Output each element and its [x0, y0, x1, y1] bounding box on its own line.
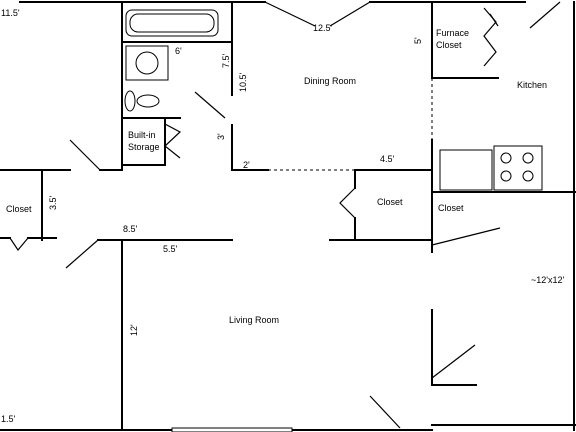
dim-label: 10.5'	[238, 72, 248, 92]
label-room-size: ~12'x12'	[531, 275, 564, 285]
dim-label: 1.5'	[1, 414, 16, 424]
door-swing-hall	[69, 139, 101, 171]
label-storage-line1: Built-in	[128, 130, 156, 140]
burner-icon	[500, 152, 512, 164]
dim-label: 7.5'	[221, 53, 231, 68]
stove-icon	[493, 145, 543, 191]
sink-icon	[135, 51, 159, 75]
door-swing-top-a	[264, 1, 316, 27]
label-closet-right: Closet	[438, 203, 464, 213]
door-bifold-left-closet	[9, 237, 29, 252]
door-bifold-storage	[164, 123, 182, 159]
window-icon	[171, 427, 293, 432]
dim-label: 5'	[413, 37, 423, 44]
dim-label: 3.5'	[48, 195, 58, 210]
dim-label: 4.5'	[380, 154, 395, 164]
bathtub-basin-icon	[129, 13, 215, 33]
dim-label: 8.5'	[123, 224, 138, 234]
dim-label: 5.5'	[163, 244, 178, 254]
door-swing-living	[65, 239, 99, 269]
label-furnace-closet-line1: Furnace	[436, 28, 469, 38]
door-swing-bottom	[369, 395, 401, 429]
door-swing-top-right	[529, 1, 561, 29]
dim-label: 12'	[129, 324, 139, 336]
door-bifold-furnace-b	[489, 13, 499, 27]
dimension-labels: 11.5' 12.5' 6' 2' 4.5' 8.5' 5.5' 1.5' 5'…	[1, 8, 423, 424]
dim-label: 6'	[175, 46, 182, 56]
dim-label: 3'	[216, 133, 226, 140]
openings	[268, 78, 433, 171]
toilet-tank-icon	[124, 90, 136, 112]
label-closet-center: Closet	[377, 197, 403, 207]
door-swing-bath	[194, 91, 226, 119]
toilet-bowl-icon	[136, 94, 160, 108]
label-closet-left: Closet	[6, 204, 32, 214]
counter-icon	[439, 149, 493, 191]
label-living-room: Living Room	[229, 315, 279, 325]
dim-label: 11.5'	[1, 8, 20, 18]
label-storage-line2: Storage	[128, 142, 160, 152]
label-kitchen: Kitchen	[517, 80, 547, 90]
burner-icon	[522, 152, 534, 164]
dim-label: 2'	[243, 160, 250, 170]
label-dining-room: Dining Room	[304, 76, 356, 86]
doors	[9, 1, 561, 429]
label-furnace-closet-line2: Closet	[436, 40, 462, 50]
room-labels: Dining Room Kitchen Living Room Furnace …	[6, 28, 564, 325]
door-swing-right-lower	[431, 344, 476, 379]
door-swing-top-b	[329, 1, 371, 27]
burner-icon	[522, 170, 534, 182]
door-swing-right-closet	[431, 227, 501, 246]
fixtures	[124, 9, 543, 432]
burner-icon	[500, 170, 512, 182]
dim-label: 12.5'	[313, 23, 333, 33]
door-bifold-center-closet	[339, 187, 356, 219]
door-bifold-furnace-a	[483, 7, 497, 67]
